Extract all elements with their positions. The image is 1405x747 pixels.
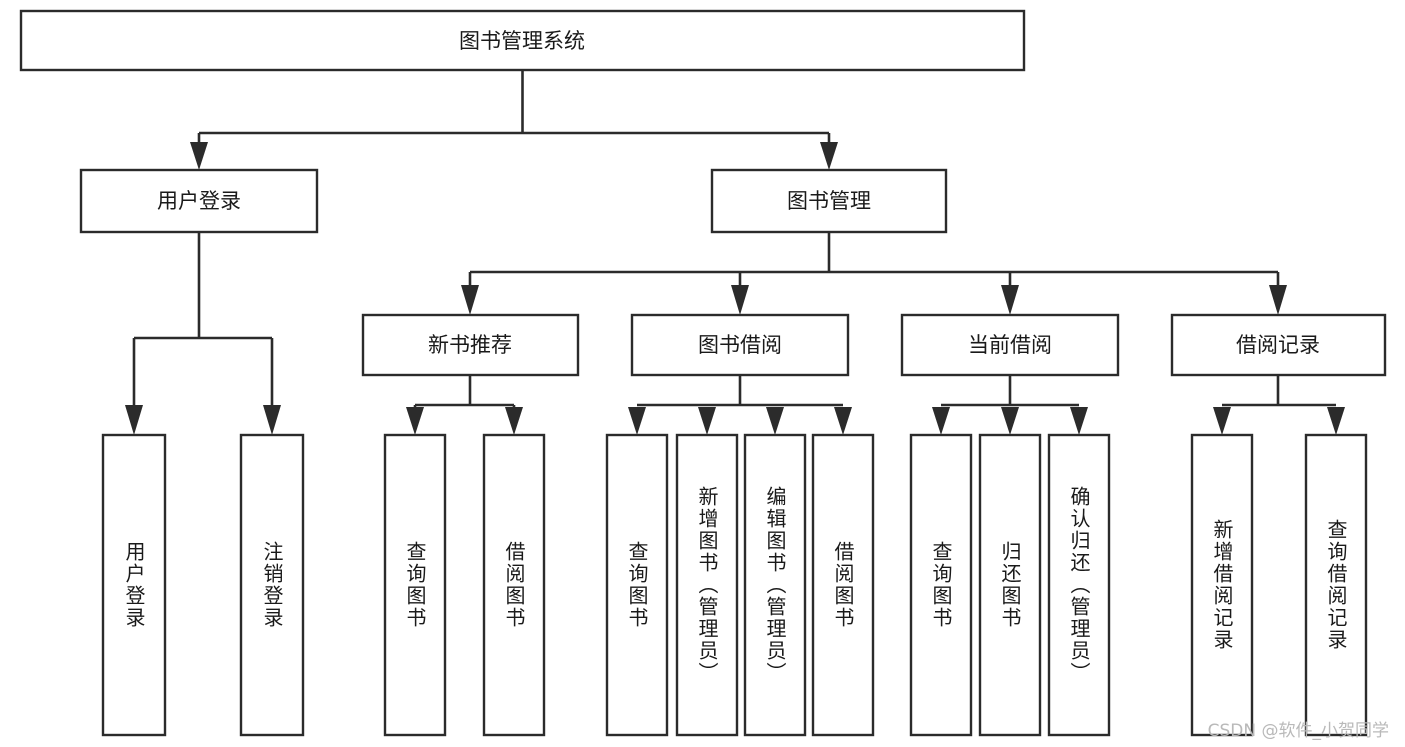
arrow-head-new-book-recommend — [461, 285, 479, 315]
node-leaf-add-record-label: 新增借阅记录 — [1210, 519, 1234, 651]
node-leaf-borrow-book-1-label: 借阅图书 — [502, 541, 526, 629]
node-leaf-borrow-book-2-box[interactable] — [811, 433, 875, 737]
arrow-head-borrow-record — [1269, 285, 1287, 315]
node-leaf-user-logout[interactable]: 注销登录 — [239, 433, 305, 737]
node-leaf-query-book-1-label: 查询图书 — [403, 541, 427, 629]
connector-group-borrow-record — [1213, 375, 1345, 435]
node-current-borrow-label: 当前借阅 — [968, 333, 1052, 357]
node-leaf-confirm-return-label: 确认归还（管理员） — [1067, 486, 1091, 684]
node-leaf-query-book-2-label: 查询图书 — [625, 541, 649, 629]
connector-group-user-login — [125, 232, 281, 435]
node-leaf-return-book-box[interactable] — [978, 433, 1042, 737]
arrow-head-leaf-query-book-1 — [406, 407, 424, 435]
node-borrow-record-label: 借阅记录 — [1236, 333, 1320, 357]
node-leaf-query-book-2-box[interactable] — [605, 433, 669, 737]
node-borrow-record-box[interactable] — [1170, 313, 1387, 377]
node-leaf-add-record-box[interactable] — [1190, 433, 1254, 737]
node-new-book-recommend-label: 新书推荐 — [428, 333, 512, 357]
arrow-head-leaf-query-record — [1327, 407, 1345, 435]
node-root-system[interactable]: 图书管理系统 — [19, 9, 1026, 72]
node-user-login-box[interactable] — [79, 168, 319, 234]
node-root-system-box[interactable] — [19, 9, 1026, 72]
node-leaf-user-logout-label: 注销登录 — [260, 541, 284, 629]
node-leaf-edit-book[interactable]: 编辑图书（管理员） — [743, 433, 807, 737]
arrow-head-leaf-query-book-2 — [628, 407, 646, 435]
arrow-head-leaf-query-book-3 — [932, 407, 950, 435]
connector-group-root — [190, 70, 838, 170]
node-current-borrow[interactable]: 当前借阅 — [900, 313, 1120, 377]
node-user-login-label: 用户登录 — [157, 189, 241, 213]
arrow-head-leaf-user-login — [125, 405, 143, 435]
arrow-head-leaf-borrow-book-2 — [834, 407, 852, 435]
node-leaf-edit-book-label: 编辑图书（管理员） — [763, 486, 787, 684]
node-book-management[interactable]: 图书管理 — [710, 168, 948, 234]
node-leaf-add-book[interactable]: 新增图书（管理员） — [675, 433, 739, 737]
node-leaf-query-record-label: 查询借阅记录 — [1324, 519, 1348, 651]
node-leaf-return-book-label: 归还图书 — [998, 541, 1022, 629]
node-leaf-add-book-label: 新增图书（管理员） — [695, 486, 719, 684]
arrow-head-book-management — [820, 142, 838, 170]
connector-group-new-book-recommend — [406, 375, 523, 435]
node-leaf-query-book-3[interactable]: 查询图书 — [909, 433, 973, 737]
node-leaf-edit-book-box[interactable] — [743, 433, 807, 737]
node-leaf-query-book-1[interactable]: 查询图书 — [383, 433, 447, 737]
arrow-head-user-login — [190, 142, 208, 170]
connector-group-current-borrow — [932, 375, 1088, 435]
node-leaf-confirm-return-box[interactable] — [1047, 433, 1111, 737]
node-book-management-label: 图书管理 — [787, 189, 871, 213]
node-book-borrow-label: 图书借阅 — [698, 333, 782, 357]
node-book-borrow-box[interactable] — [630, 313, 850, 377]
arrow-head-leaf-borrow-book-1 — [505, 407, 523, 435]
arrow-head-leaf-edit-book — [766, 407, 784, 435]
node-borrow-record[interactable]: 借阅记录 — [1170, 313, 1387, 377]
node-leaf-query-book-1-box[interactable] — [383, 433, 447, 737]
node-book-borrow[interactable]: 图书借阅 — [630, 313, 850, 377]
node-leaf-return-book[interactable]: 归还图书 — [978, 433, 1042, 737]
node-leaf-confirm-return[interactable]: 确认归还（管理员） — [1047, 433, 1111, 737]
node-leaf-borrow-book-2[interactable]: 借阅图书 — [811, 433, 875, 737]
node-leaf-borrow-book-1[interactable]: 借阅图书 — [482, 433, 546, 737]
node-leaf-query-book-3-label: 查询图书 — [929, 541, 953, 629]
arrow-head-leaf-return-book — [1001, 407, 1019, 435]
node-book-management-box[interactable] — [710, 168, 948, 234]
connector-group-book-borrow — [628, 375, 852, 435]
node-leaf-user-login[interactable]: 用户登录 — [101, 433, 167, 737]
arrow-head-leaf-add-book — [698, 407, 716, 435]
node-leaf-query-record[interactable]: 查询借阅记录 — [1304, 433, 1368, 737]
arrow-head-leaf-user-logout — [263, 405, 281, 435]
node-leaf-query-book-2[interactable]: 查询图书 — [605, 433, 669, 737]
arrow-head-leaf-add-record — [1213, 407, 1231, 435]
node-new-book-recommend-box[interactable] — [361, 313, 580, 377]
node-current-borrow-box[interactable] — [900, 313, 1120, 377]
node-leaf-user-login-box[interactable] — [101, 433, 167, 737]
node-leaf-add-book-box[interactable] — [675, 433, 739, 737]
connector-group-book-management — [461, 232, 1287, 315]
node-user-login[interactable]: 用户登录 — [79, 168, 319, 234]
node-leaf-user-login-label: 用户登录 — [122, 541, 146, 629]
node-leaf-query-book-3-box[interactable] — [909, 433, 973, 737]
node-leaf-borrow-book-1-box[interactable] — [482, 433, 546, 737]
node-root-system-label: 图书管理系统 — [459, 29, 585, 53]
node-leaf-borrow-book-2-label: 借阅图书 — [831, 541, 855, 629]
node-leaf-query-record-box[interactable] — [1304, 433, 1368, 737]
arrow-head-current-borrow — [1001, 285, 1019, 315]
arrow-head-book-borrow — [731, 285, 749, 315]
arrow-head-leaf-confirm-return — [1070, 407, 1088, 435]
node-new-book-recommend[interactable]: 新书推荐 — [361, 313, 580, 377]
node-leaf-user-logout-box[interactable] — [239, 433, 305, 737]
node-leaf-add-record[interactable]: 新增借阅记录 — [1190, 433, 1254, 737]
